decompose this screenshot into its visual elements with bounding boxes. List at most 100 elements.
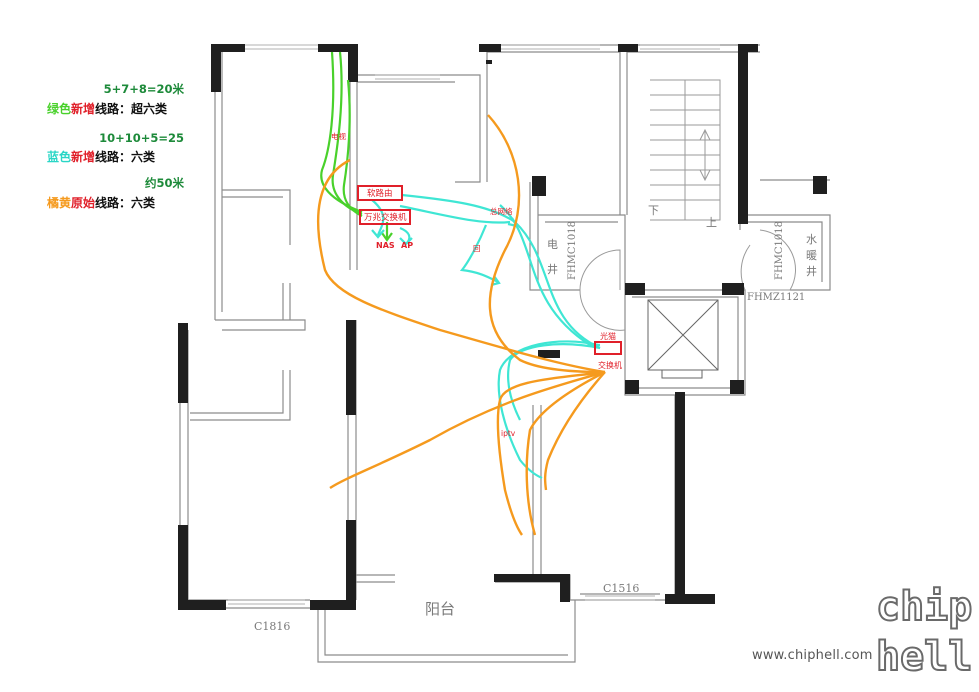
elevator-car bbox=[647, 299, 719, 379]
door-swing-elec bbox=[579, 249, 621, 291]
thick-wall-24 bbox=[494, 574, 568, 582]
legend-orange: 约50米 橘黄原始线路：六类 bbox=[0, 175, 200, 211]
cyan-arrow-hui bbox=[490, 275, 501, 287]
thick-wall-1 bbox=[211, 44, 245, 52]
thick-wall-13 bbox=[178, 600, 226, 610]
label-elec-door: FHMC1018 bbox=[567, 221, 578, 280]
legend-orange-color: 橘黄 bbox=[47, 196, 72, 210]
cyan-cable-routes bbox=[371, 193, 601, 480]
elevator-outer-inner bbox=[632, 296, 739, 389]
orange-route-west bbox=[329, 370, 606, 489]
legend-orange-rest: 线路：六类 bbox=[95, 196, 156, 210]
legend-cyan-rest: 线路：六类 bbox=[95, 150, 156, 164]
wall-water-shaft bbox=[747, 214, 831, 291]
label-elec-shaft-2: 井 bbox=[547, 262, 558, 276]
thick-wall-18 bbox=[625, 283, 645, 295]
legend-green-calc: 5+7+8=20米 bbox=[103, 82, 184, 96]
label-elec-shaft-1: 电 bbox=[547, 238, 558, 251]
thick-wall-26 bbox=[486, 60, 492, 64]
green-route-1 bbox=[320, 51, 363, 214]
green-route-3 bbox=[342, 79, 363, 217]
thick-wall-5 bbox=[479, 44, 501, 52]
orange-cable-routes bbox=[316, 114, 606, 536]
legend-cyan-type: 新增 bbox=[71, 150, 96, 164]
label-stairs-down: 下 bbox=[648, 204, 659, 217]
legend-green: 5+7+8=20米 绿色新增线路：超六类 bbox=[0, 81, 200, 117]
thick-wall-9 bbox=[532, 176, 546, 196]
window-c1816 bbox=[228, 599, 305, 605]
thick-wall-17 bbox=[538, 350, 560, 358]
label-fire-door: FHMZ1121 bbox=[747, 292, 805, 303]
device-labels: 电视 软路由 万兆交换机 NAS AP 总网络 回 光猫 交换机 iptv bbox=[331, 131, 622, 438]
window-top-right bbox=[640, 44, 720, 50]
label-nas: NAS bbox=[376, 241, 395, 250]
label-switch: 交换机 bbox=[598, 360, 622, 370]
thick-wall-3 bbox=[318, 44, 358, 52]
label-window-c1516: C1516 bbox=[603, 582, 639, 595]
thick-wall-19 bbox=[722, 283, 744, 295]
wall-room-divider bbox=[222, 189, 291, 245]
green-route-2 bbox=[331, 51, 363, 216]
label-ap: AP bbox=[401, 241, 413, 250]
thick-wall-22 bbox=[675, 392, 685, 602]
wall-inner-room bbox=[190, 370, 291, 421]
thick-wall-23 bbox=[665, 594, 715, 604]
device-boxes bbox=[357, 185, 622, 355]
orange-route-south bbox=[496, 370, 606, 536]
cyan-arrow-switch bbox=[371, 229, 385, 239]
watermark-site: www.chiphell.com bbox=[752, 648, 873, 663]
thick-wall-15 bbox=[346, 520, 356, 610]
window-top-mid bbox=[375, 74, 440, 80]
cyan-route-to-modem bbox=[499, 204, 600, 347]
logo-line1: chip bbox=[876, 584, 972, 630]
wall-balcony-stub bbox=[356, 574, 395, 583]
legend-green-type: 新增 bbox=[71, 102, 96, 116]
wall-short-stub bbox=[282, 283, 291, 320]
legend-cyan-line: 蓝色新增线路：六类 bbox=[0, 148, 200, 165]
windows bbox=[228, 44, 720, 605]
thick-wall-20 bbox=[625, 380, 639, 394]
cyan-route-router-switch bbox=[371, 199, 385, 236]
thick-wall-8 bbox=[738, 44, 748, 224]
window-top-left bbox=[245, 44, 320, 50]
label-water-shaft-2: 暖 bbox=[806, 249, 817, 262]
tengig-switch-box bbox=[359, 209, 411, 225]
thick-wall-11 bbox=[178, 323, 188, 403]
label-balcony: 阳台 bbox=[425, 600, 455, 618]
legend-orange-calc: 约50米 bbox=[144, 176, 184, 190]
cyan-route-hui bbox=[459, 224, 499, 283]
wall-upper-middle bbox=[455, 45, 488, 183]
wall-elec-shaft-left bbox=[529, 182, 580, 291]
cyan-route-main bbox=[401, 193, 516, 223]
orange-route-south-2 bbox=[525, 370, 606, 536]
label-soft-router: 软路由 bbox=[367, 188, 393, 199]
cyan-route-main-2 bbox=[399, 204, 511, 224]
label-modem: 光猫 bbox=[600, 331, 616, 341]
legend-cyan-calc: 10+10+5=25 bbox=[99, 131, 184, 145]
orange-route-sw bbox=[543, 371, 606, 491]
label-iptv: iptv bbox=[501, 429, 516, 438]
elevator-door bbox=[661, 369, 703, 379]
label-main-network: 总网络 bbox=[490, 206, 513, 216]
stairs bbox=[650, 79, 721, 221]
label-stairs-up: 上 bbox=[706, 216, 717, 229]
thick-wall-25 bbox=[560, 574, 570, 602]
thick-wall-16 bbox=[310, 600, 356, 610]
cyan-route-to-modem-2 bbox=[514, 221, 601, 349]
elevator-outer bbox=[624, 289, 746, 396]
thick-wall-2 bbox=[211, 44, 221, 92]
window-top-mid-right bbox=[500, 44, 600, 50]
wall-elec-shaft bbox=[538, 214, 626, 290]
soft-router-box bbox=[357, 185, 403, 201]
stair-arrows bbox=[699, 128, 711, 182]
label-water-door: FHMC1018 bbox=[774, 221, 785, 280]
chiphell-logo: chip hell bbox=[875, 583, 973, 681]
legend-cyan: 10+10+5=25 蓝色新增线路：六类 bbox=[0, 131, 200, 165]
label-dianshi: 电视 bbox=[331, 131, 346, 141]
architectural-labels: 阳台 C1816 C1516 下 上 电 井 FHMC1018 水 暖 井 FH… bbox=[254, 204, 817, 633]
orange-route-north bbox=[487, 114, 604, 374]
orange-route-tv bbox=[316, 158, 606, 374]
door-swing-water bbox=[759, 229, 796, 291]
wall-center-lower bbox=[532, 405, 542, 580]
